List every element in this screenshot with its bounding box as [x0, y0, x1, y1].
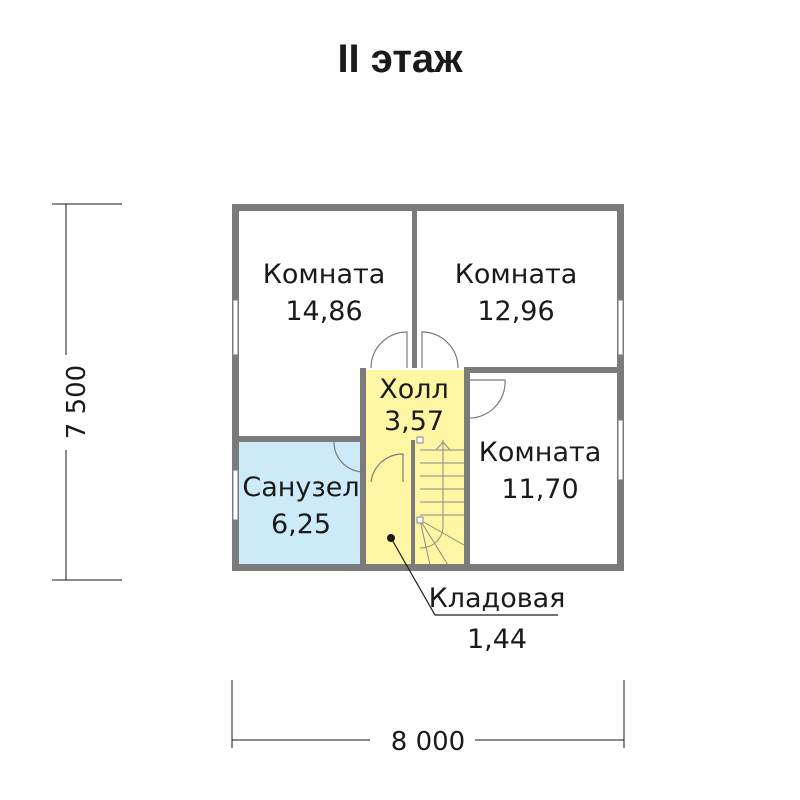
doors — [333, 331, 506, 483]
stairs — [416, 436, 465, 566]
room-name: Кладовая — [429, 583, 566, 614]
height-dimension-line — [52, 203, 122, 581]
room-area: 6,25 — [271, 509, 331, 540]
floor-title: II этаж — [337, 37, 463, 81]
walls — [232, 204, 624, 571]
room-area: 3,57 — [384, 406, 444, 437]
room-area: 11,70 — [501, 474, 578, 505]
room-area: 1,44 — [467, 624, 527, 655]
storage-leader-line — [390, 537, 558, 616]
room-name: Комната — [479, 437, 602, 468]
room-name: Комната — [263, 259, 386, 290]
bathroom-fill — [238, 442, 363, 568]
room-name: Холл — [379, 374, 449, 405]
room-name: Комната — [455, 259, 578, 290]
width-dimension: 8 000 — [391, 727, 465, 757]
width-dimension-line — [231, 680, 625, 748]
room-area: 12,96 — [477, 296, 554, 327]
room-name: Санузел — [242, 472, 359, 503]
room-area: 14,86 — [285, 296, 362, 327]
height-dimension: 7 500 — [62, 365, 92, 439]
windows — [232, 299, 624, 521]
